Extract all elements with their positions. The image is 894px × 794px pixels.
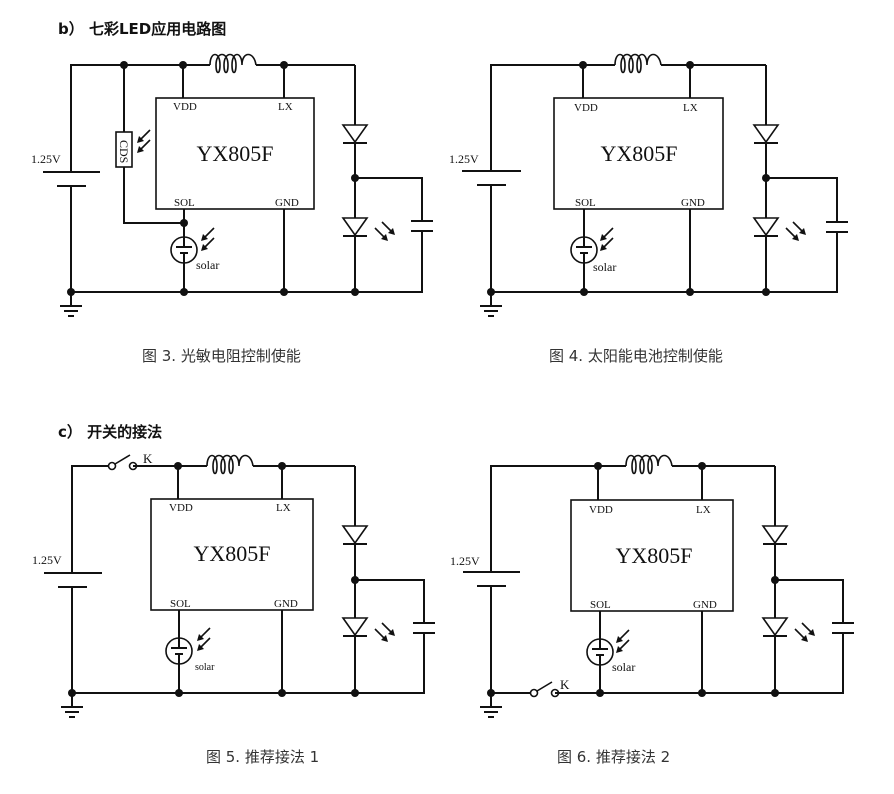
- battery-voltage-label: 1.25V: [450, 554, 480, 568]
- pin-lx: LX: [696, 504, 711, 516]
- pin-gnd: GND: [693, 599, 717, 611]
- battery-voltage-label: 1.25V: [32, 553, 62, 567]
- pin-sol: SOL: [575, 197, 596, 209]
- led: [342, 217, 368, 237]
- light-arrows-icon: [196, 627, 211, 652]
- pin-lx: LX: [683, 102, 698, 114]
- battery-voltage-label: 1.25V: [31, 152, 61, 166]
- pin-sol: SOL: [174, 197, 195, 209]
- diode: [342, 124, 368, 144]
- pin-vdd: VDD: [574, 102, 598, 114]
- chip-name: YX805F: [600, 141, 677, 166]
- figure-5-schematic: K 1.25V YX805F VDD LX SOL GND solar: [32, 451, 435, 718]
- pin-gnd: GND: [274, 598, 298, 610]
- solar-cell: [165, 637, 193, 665]
- pin-vdd: VDD: [173, 101, 197, 113]
- inductor: [209, 53, 257, 74]
- pin-sol: SOL: [170, 598, 191, 610]
- figure-5-caption: 图 5. 推荐接法 1: [206, 748, 320, 766]
- switch-k: [529, 681, 560, 698]
- figure-6-caption: 图 6. 推荐接法 2: [557, 748, 671, 766]
- diode: [342, 525, 368, 545]
- solar-label: solar: [195, 662, 215, 673]
- cds-photoresistor: [115, 131, 133, 168]
- section-heading-b: b） 七彩LED应用电路图: [58, 20, 227, 38]
- solar-cell: [586, 638, 614, 666]
- figure-3-caption: 图 3. 光敏电阻控制使能: [142, 347, 301, 365]
- pin-vdd: VDD: [169, 502, 193, 514]
- switch-k: [107, 454, 138, 471]
- cds-label: CDS: [117, 140, 131, 163]
- chip-name: YX805F: [193, 541, 270, 566]
- pin-lx: LX: [276, 502, 291, 514]
- switch-label: K: [560, 677, 570, 692]
- solar-label: solar: [196, 258, 219, 272]
- led-emission-icon: [374, 221, 396, 242]
- diode: [753, 124, 779, 144]
- figure-6-schematic: K 1.25V YX805F VDD LX SOL GND solar: [450, 454, 854, 718]
- inductor: [625, 454, 673, 475]
- figure-4-caption: 图 4. 太阳能电池控制使能: [549, 347, 723, 365]
- battery-voltage-label: 1.25V: [449, 152, 479, 166]
- light-arrows-icon: [615, 629, 630, 654]
- figure-3-schematic: CDS 1.25V YX805F VDD LX SOL GND solar: [31, 53, 433, 317]
- inductor: [206, 454, 254, 475]
- diode: [762, 525, 788, 545]
- led: [753, 217, 779, 237]
- pin-lx: LX: [278, 101, 293, 113]
- chip-name: YX805F: [196, 141, 273, 166]
- solar-cell: [170, 236, 198, 264]
- switch-label: K: [143, 451, 153, 466]
- chip-box: [570, 499, 734, 612]
- led: [342, 617, 368, 637]
- section-heading-c: c） 开关的接法: [58, 423, 163, 441]
- inductor: [614, 53, 662, 74]
- led-emission-icon: [374, 622, 396, 643]
- pin-vdd: VDD: [589, 504, 613, 516]
- pin-sol: SOL: [590, 599, 611, 611]
- figure-4-schematic: 1.25V YX805F VDD LX SOL GND solar: [449, 53, 848, 317]
- solar-label: solar: [593, 260, 616, 274]
- chip-box: [150, 498, 314, 611]
- pin-gnd: GND: [681, 197, 705, 209]
- light-arrows-icon: [200, 227, 215, 252]
- light-arrows-icon: [136, 129, 151, 154]
- led-emission-icon: [785, 221, 807, 242]
- chip-name: YX805F: [615, 543, 692, 568]
- pin-gnd: GND: [275, 197, 299, 209]
- light-arrows-icon: [599, 227, 614, 252]
- chip-box: [553, 97, 724, 210]
- led-emission-icon: [794, 622, 816, 643]
- chip-box: [155, 97, 315, 210]
- solar-label: solar: [612, 660, 635, 674]
- led: [762, 617, 788, 637]
